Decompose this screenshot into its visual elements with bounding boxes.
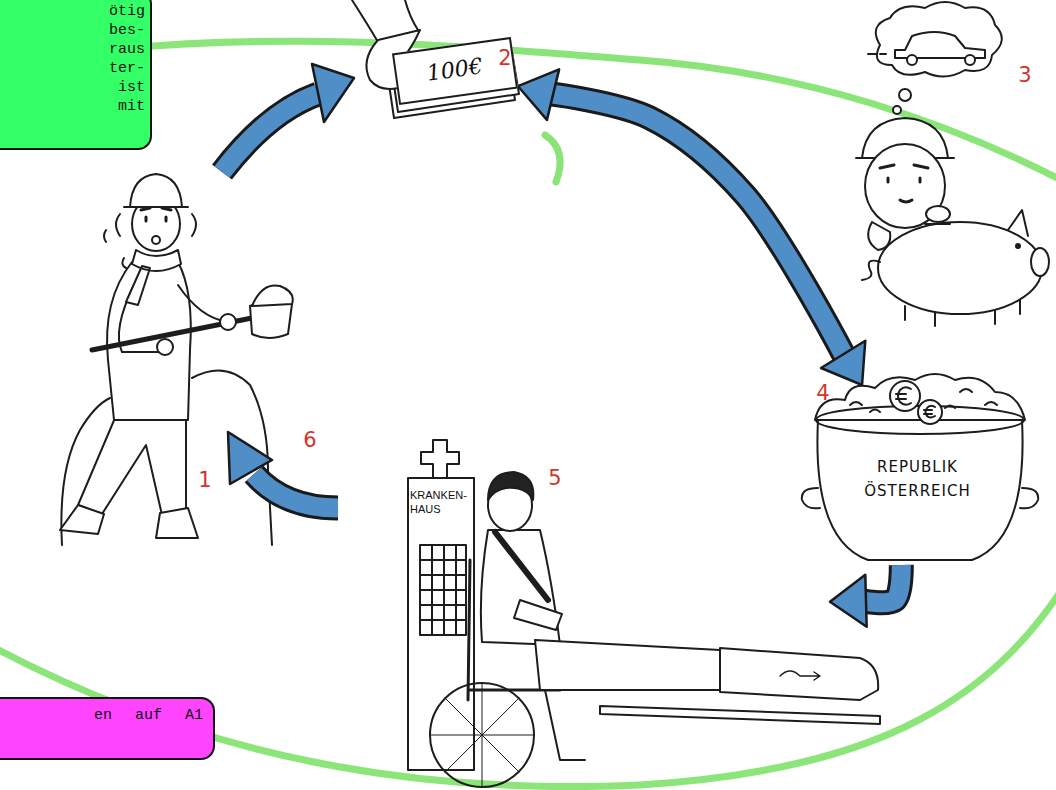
node-text: KRANKEN- HAUS <box>410 488 474 516</box>
callout-number: 6 <box>303 428 316 452</box>
flow-arrow-outline <box>862 565 901 603</box>
callout-number: 1 <box>198 468 211 492</box>
state-pot: REPUBLIK ÖSTERREICH <box>805 385 1030 565</box>
speed-lines <box>868 53 886 55</box>
flow-arrow-shaft <box>862 565 901 603</box>
euro-sign <box>896 387 911 405</box>
cast-doodle <box>780 671 820 680</box>
car-doodle <box>895 32 985 58</box>
worker-legs <box>78 418 186 515</box>
hospital-cross <box>421 440 459 478</box>
patient-sling <box>495 532 548 600</box>
flow-arrow-outline <box>254 474 338 508</box>
patient-arm-cast <box>514 600 562 630</box>
hospital-building <box>408 478 474 770</box>
node-text: 100€ <box>396 49 514 90</box>
flow-arrow-outline <box>549 94 845 358</box>
sweat-marks <box>104 214 196 268</box>
piggy-details <box>862 210 1028 326</box>
worker-hand <box>157 339 173 355</box>
node-text: ötig bes- raus ter- ist mit <box>105 2 145 116</box>
flow-arrow-shaft <box>549 94 845 358</box>
piggy-eye <box>1016 244 1020 248</box>
flow-arrow <box>254 474 338 508</box>
worker-helmet <box>124 174 188 207</box>
flow-arrow-head <box>821 341 865 385</box>
flow-arrow-head <box>312 64 354 122</box>
flow-arrow-head <box>518 69 559 120</box>
green-loop <box>545 135 560 182</box>
wheel-spokes <box>430 683 534 787</box>
euro-coin <box>918 400 942 424</box>
flow-arrow <box>222 94 318 172</box>
worker-mouth <box>152 236 160 244</box>
callout-number: 5 <box>548 466 561 490</box>
note-box: ötig bes- raus ter- ist mit <box>0 0 152 150</box>
piggy-bank <box>878 222 1042 314</box>
shovel-dirt <box>252 285 293 306</box>
flow-arrow-outline <box>222 94 318 172</box>
node-text: en auf A1 <box>94 707 203 724</box>
flow-arrow <box>830 565 901 627</box>
worker-boots <box>60 505 198 538</box>
leg-rest <box>600 706 880 724</box>
thought-bubble <box>893 106 901 114</box>
worker-hand <box>220 314 236 330</box>
car-wheel <box>907 55 917 65</box>
wheelchair-wheel <box>430 683 534 787</box>
callout-number: 3 <box>1018 63 1031 87</box>
patient-leg <box>535 640 720 690</box>
car-wheel <box>965 55 975 65</box>
patient-hair <box>488 472 533 500</box>
node-text: REPUBLIK ÖSTERREICH <box>850 455 985 503</box>
money-pot <box>817 420 1022 560</box>
flow-arrow <box>518 69 865 385</box>
flow-arrow-head <box>228 432 272 484</box>
piggy-snout <box>1031 248 1049 276</box>
hospital-scene: KRANKEN- HAUS <box>400 430 830 785</box>
leg-cast <box>720 648 878 700</box>
thought-bubble <box>899 89 911 101</box>
hospital-windows <box>420 545 466 635</box>
worker-scarf <box>126 250 181 305</box>
worker-eyes <box>141 208 171 221</box>
coin <box>926 206 950 222</box>
euro-coin <box>890 381 920 411</box>
euro-sign <box>924 406 935 418</box>
patient-other-leg <box>545 690 585 760</box>
saver-hand <box>868 222 890 250</box>
note-box: en auf A1 <box>0 697 215 760</box>
banknote: 100€ <box>392 37 518 105</box>
thought-bubble <box>876 2 1002 77</box>
flow-arrow-head <box>830 575 867 627</box>
saver-face <box>880 165 928 202</box>
